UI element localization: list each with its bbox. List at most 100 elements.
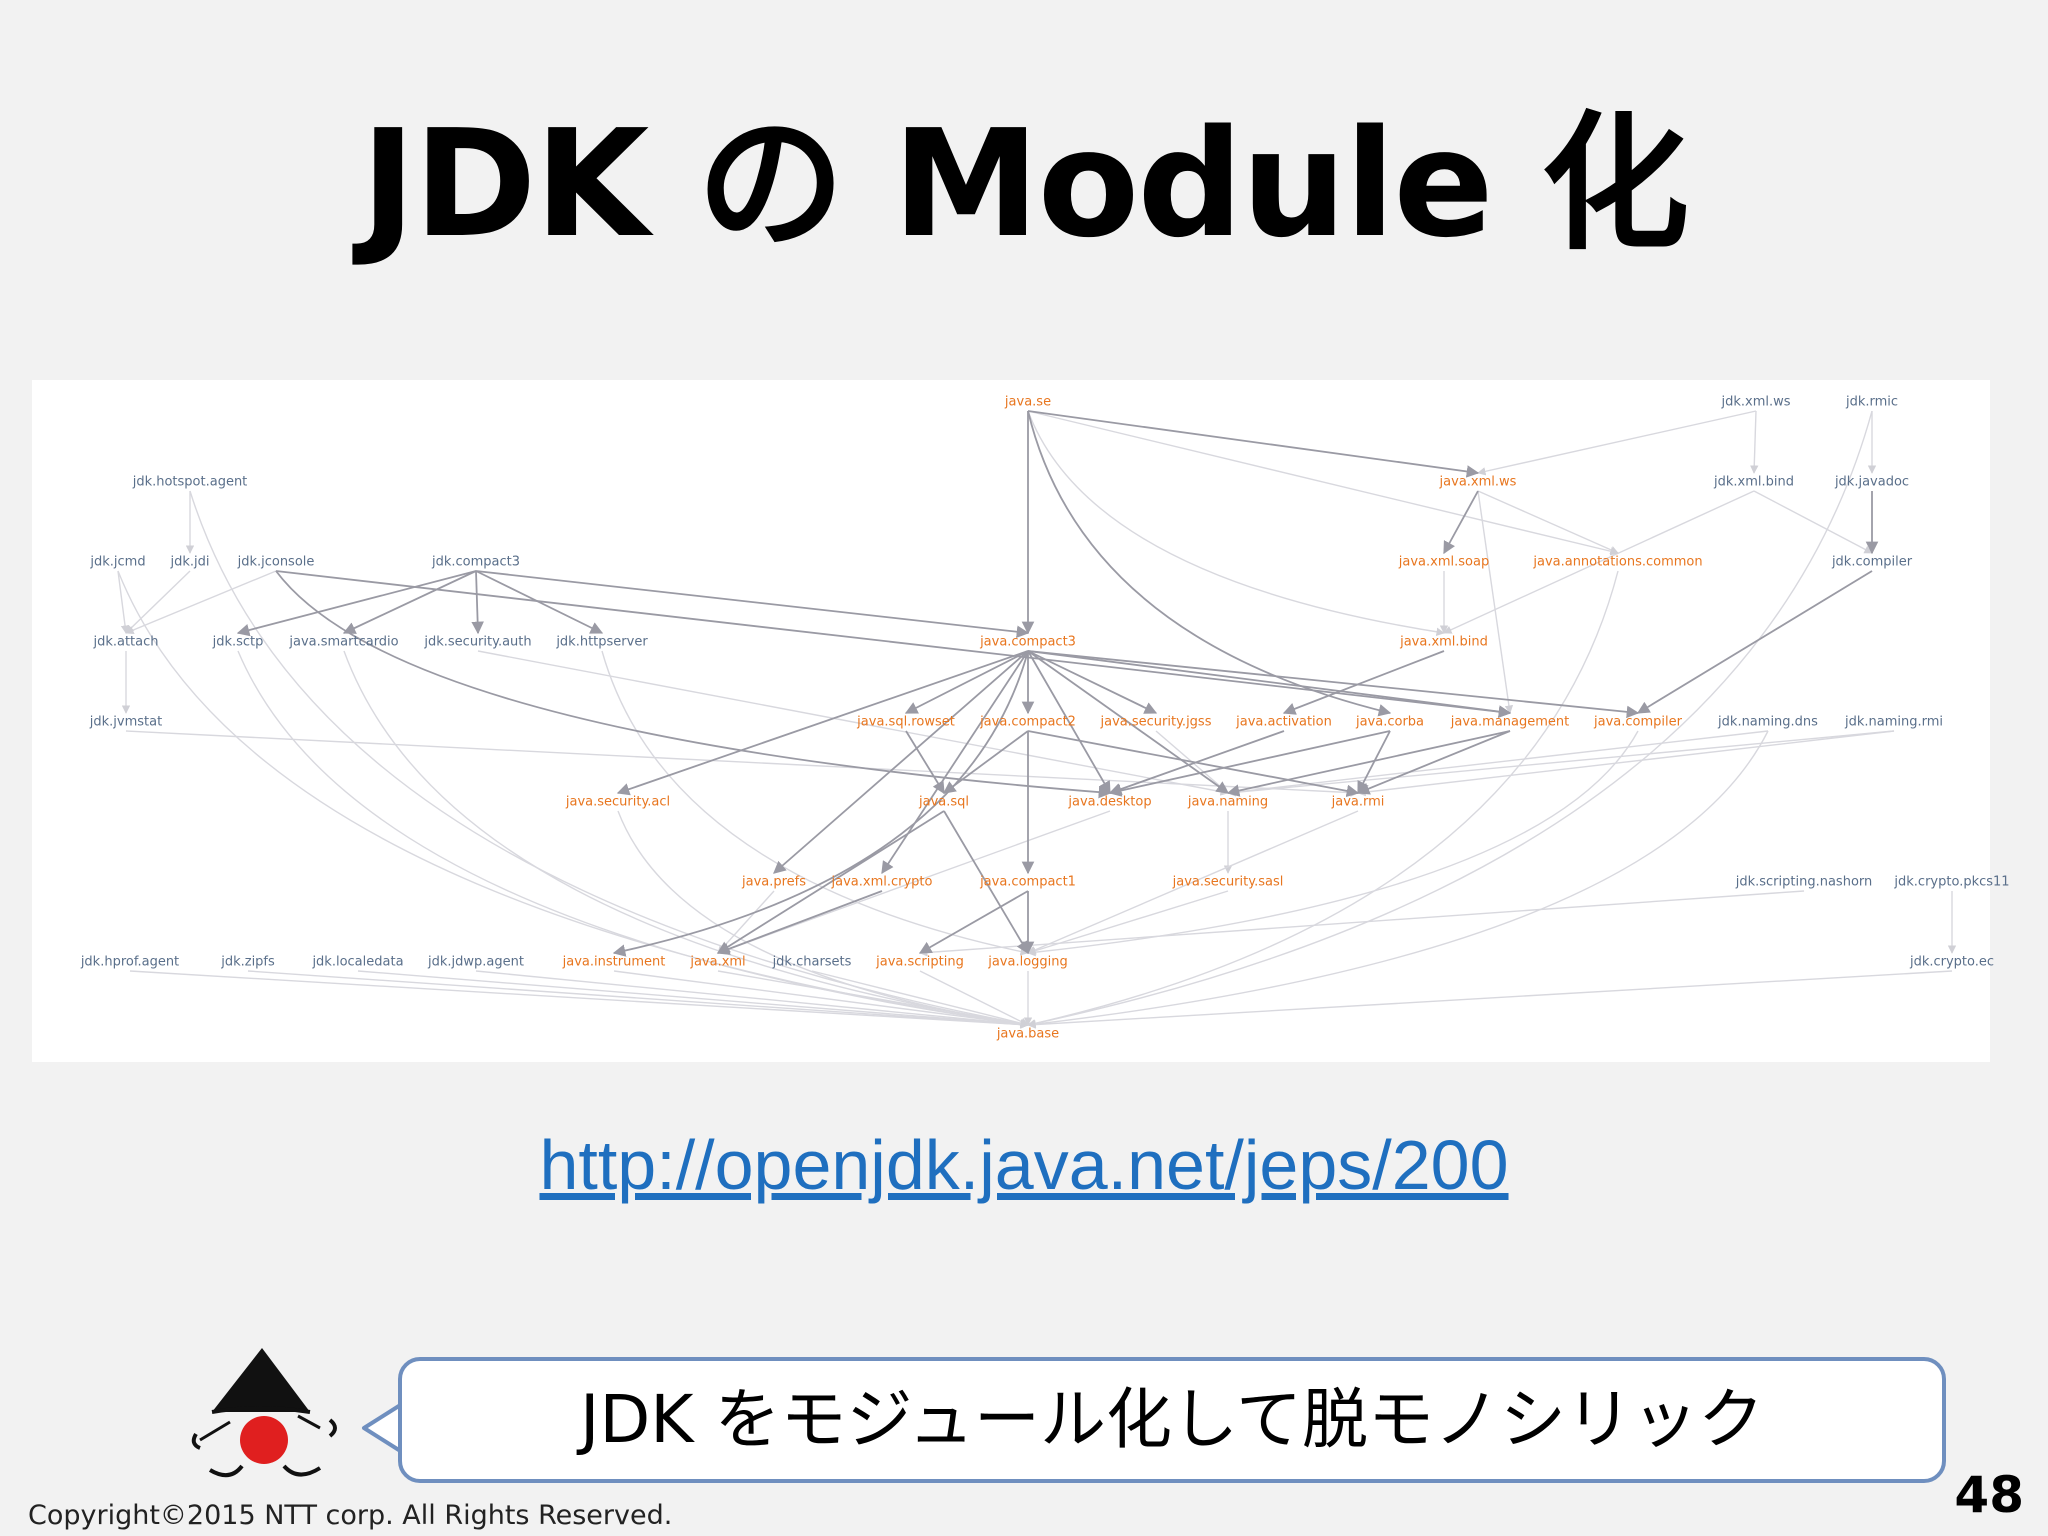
module-node-java-security-acl: java.security.acl [565, 795, 670, 810]
edge-java-rmi-to-java-logging [1027, 810, 1359, 954]
module-node-java-annotations-common: java.annotations.common [1532, 555, 1702, 570]
module-node-java-activation: java.activation [1235, 715, 1332, 730]
module-node-java-compact3: java.compact3 [979, 635, 1076, 650]
module-node-jdk-zipfs: jdk.zipfs [220, 955, 275, 970]
slide-title: JDK の Module 化 [360, 98, 1690, 270]
edge-java-compact3-to-java-compiler [1027, 650, 1640, 719]
module-graph-panel: java.se jdk.xml.ws jdk.rmic jdk.hotspot.age… [32, 380, 2010, 1062]
module-node-jdk-javadoc: jdk.javadoc [1834, 475, 1909, 490]
edge-jdk-security-auth-to-java-naming [477, 650, 1229, 796]
module-node-java-compact1: java.compact1 [979, 875, 1076, 890]
edge-java-compact3-to-java-security-jgss [1027, 650, 1158, 714]
edge-jdk-hotspot-agent-to-java-base [189, 490, 1029, 1028]
edge-java-se-to-java-xml-bind [1027, 410, 1445, 636]
edge-jdk-rmic-to-java-base [1027, 410, 1873, 1028]
edge-jdk-compact3-to-java-smartcardio [342, 570, 477, 634]
module-node-jdk-jvmstat: jdk.jvmstat [89, 715, 162, 730]
module-node-jdk-xml-bind: jdk.xml.bind [1713, 475, 1794, 490]
edge-jdk-compact3-to-jdk-security-auth [471, 570, 484, 635]
page-number: 48 [1954, 1466, 2024, 1524]
module-node-java-compiler: java.compiler [1593, 715, 1683, 730]
edge-java-compact3-to-java-instrument [612, 650, 1029, 957]
module-node-java-instrument: java.instrument [562, 955, 666, 970]
edge-jdk-crypto-ec-to-java-base [1027, 970, 1953, 1029]
module-node-java-smartcardio: java.smartcardio [288, 635, 398, 650]
module-node-jdk-rmic: jdk.rmic [1845, 395, 1898, 410]
edge-java-management-to-java-naming [1226, 730, 1511, 797]
module-node-java-desktop: java.desktop [1067, 795, 1151, 810]
edge-jdk-localedata-to-java-base [357, 970, 1029, 1029]
edge-jdk-compact3-to-jdk-sctp [236, 570, 477, 637]
edge-java-compact3-to-java-prefs [773, 650, 1029, 874]
edge-jdk-naming-dns-to-java-base [1027, 730, 1769, 1029]
edge-jdk-jconsole-to-java-desktop [275, 570, 1112, 799]
edge-java-se-to-java-annotations-common [1027, 410, 1619, 556]
edge-jdk-jcmd-to-java-base [117, 570, 1029, 1029]
edge-java-scripting-to-java-base [919, 970, 1029, 1026]
edge-java-xml-ws-to-java-annotations-common [1477, 490, 1619, 554]
edge-jdk-xml-ws-to-java-xml-ws [1477, 410, 1757, 476]
edge-java-annotations-common-to-java-base [1027, 570, 1619, 1028]
module-node-java-security-sasl: java.security.sasl [1172, 875, 1284, 890]
module-node-java-xml-soap: java.xml.soap [1398, 555, 1489, 570]
edge-java-se-to-java-xml-ws [1027, 410, 1480, 478]
edge-java-se-to-java-corba [1027, 410, 1392, 717]
module-node-jdk-crypto-ec: jdk.crypto.ec [1909, 955, 1994, 970]
module-node-java-prefs: java.prefs [741, 875, 806, 890]
module-node-jdk-naming-dns: jdk.naming.dns [1717, 715, 1818, 730]
edge-java-compact3-to-java-desktop [1027, 650, 1111, 795]
edge-jdk-naming-rmi-to-java-naming [1227, 730, 1895, 797]
module-node-java-management: java.management [1450, 715, 1569, 730]
edge-java-compact3-to-java-management [1027, 650, 1512, 718]
edge-jdk-jdi-to-jdk-attach [125, 570, 191, 634]
module-node-jdk-jdwp-agent: jdk.jdwp.agent [427, 955, 524, 970]
module-node-jdk-hotspot-agent: jdk.hotspot.agent [132, 475, 248, 490]
copyright-notice: Copyright©2015 NTT corp. All Rights Rese… [28, 1500, 673, 1531]
module-node-jdk-attach: jdk.attach [92, 635, 158, 650]
edge-jdk-jconsole-to-jdk-attach [125, 570, 277, 634]
edge-jdk-hprof-agent-to-java-base [129, 970, 1029, 1029]
module-node-jdk-security-auth: jdk.security.auth [423, 635, 531, 650]
module-node-jdk-scripting-nashorn: jdk.scripting.nashorn [1735, 875, 1873, 890]
light-edges [117, 410, 1957, 1029]
module-node-java-base: java.base [996, 1027, 1059, 1042]
edge-java-xml-ws-to-java-management [1477, 490, 1514, 714]
edge-jdk-scripting-nashorn-to-java-scripting [919, 890, 1805, 957]
edge-java-security-acl-to-java-base [617, 810, 1029, 1029]
jep-200-link[interactable]: http://openjdk.java.net/jeps/200 [539, 1126, 1509, 1204]
module-node-java-logging: java.logging [987, 955, 1068, 970]
edge-java-sql-to-java-logging [943, 810, 1029, 955]
edge-java-corba-to-java-desktop [1108, 730, 1391, 797]
edge-java-instrument-to-java-base [613, 970, 1029, 1029]
module-node-java-sql-rowset: java.sql.rowset [856, 715, 955, 730]
edge-java-compact2-to-java-rmi [1027, 730, 1360, 798]
edge-jdk-jconsole-to-java-management [275, 570, 1512, 718]
module-node-jdk-crypto-pkcs11: jdk.crypto.pkcs11 [1893, 875, 2009, 890]
edge-jdk-jdwp-agent-to-java-base [475, 970, 1029, 1029]
edge-java-sql-to-java-xml [716, 810, 945, 954]
module-node-jdk-charsets: jdk.charsets [772, 955, 852, 970]
edge-java-compact3-to-java-xml-crypto [881, 650, 1029, 875]
edge-java-sql-rowset-to-java-sql [905, 730, 945, 795]
edge-java-xml-bind-to-java-activation [1282, 650, 1445, 715]
module-node-jdk-jcmd: jdk.jcmd [89, 555, 145, 570]
module-node-jdk-xml-ws: jdk.xml.ws [1720, 395, 1790, 410]
edge-java-xml-ws-to-java-xml-soap [1443, 490, 1479, 555]
edge-java-xml-crypto-to-java-xml [716, 890, 883, 955]
speech-bubble: JDK をモジュール化して脱モノシリック [398, 1357, 1946, 1483]
module-node-jdk-jconsole: jdk.jconsole [237, 555, 315, 570]
module-node-jdk-httpserver: jdk.httpserver [555, 635, 648, 650]
strong-edges [236, 410, 1879, 957]
module-nodes: java.se jdk.xml.ws jdk.rmic jdk.hotspot.age… [80, 395, 2010, 1042]
edge-java-management-to-java-rmi [1356, 730, 1511, 795]
edge-java-compiler-to-java-logging [1027, 730, 1639, 957]
edge-java-compact1-to-java-scripting [918, 890, 1029, 954]
edge-java-compact3-to-java-sql-rowset [904, 650, 1029, 714]
edge-jdk-sctp-to-java-base [237, 650, 1029, 1029]
module-node-java-xml-bind: java.xml.bind [1399, 635, 1488, 650]
module-node-java-xml-ws: java.xml.ws [1439, 475, 1517, 490]
edge-java-smartcardio-to-java-base [343, 650, 1029, 1028]
edge-java-compact3-to-java-security-acl [616, 650, 1029, 796]
module-node-java-se: java.se [1004, 395, 1051, 410]
module-node-jdk-hprof-agent: jdk.hprof.agent [80, 955, 179, 970]
